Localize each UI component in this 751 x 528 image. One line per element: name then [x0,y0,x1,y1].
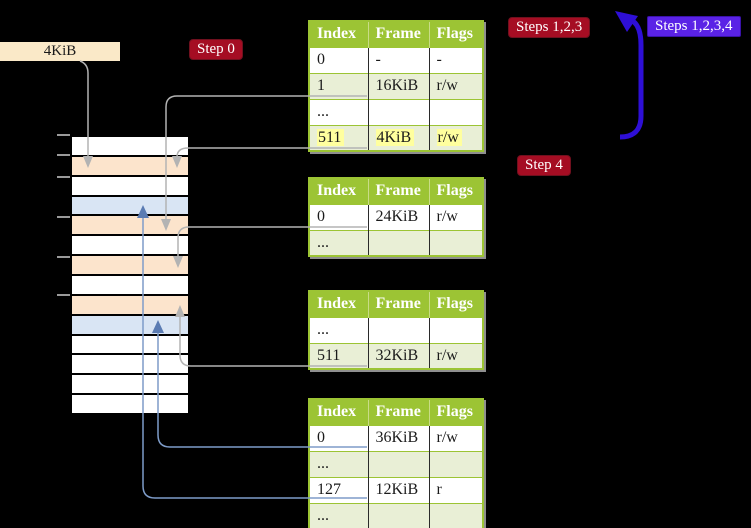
table-cell: r/w [428,72,483,99]
table-cell: 0 [309,424,368,451]
table-cell: r/w [428,124,483,151]
table-cell: 511 [309,342,368,369]
table-cell: r/w [428,342,483,369]
memory-cell-white [72,355,188,376]
table-cell: 127 [309,476,368,503]
table-cell: 511 [309,124,368,151]
column-header-frame: Frame [367,21,429,47]
column-header-index: Index [309,21,368,47]
table-cell: ... [309,229,368,256]
memory-cell-white [72,176,188,197]
highlighted-value: 4KiB [375,128,415,146]
memory-cell-white [72,335,188,356]
table-cell: 36KiB [367,424,429,451]
memory-address-tick [57,154,70,156]
frame-size-label: 4KiB [0,42,120,61]
table-cell: r/w [428,424,483,451]
table-cell [428,502,483,528]
table-cell: 32KiB [367,342,429,369]
table-cell [428,98,483,125]
table-cell [367,450,429,477]
table-cell: ... [309,98,368,125]
memory-cell-white [72,236,188,257]
table-row: 0-- [309,46,483,73]
steps-loop-arrow [615,11,644,140]
table-cell [428,316,483,343]
table-cell: r/w [428,203,483,230]
column-header-index: Index [309,399,368,425]
step4-badge: Step 4 [517,155,571,176]
column-header-flags: Flags [428,291,483,317]
memory-cell-orange [72,295,188,316]
table-cell [367,98,429,125]
table-cell [367,316,429,343]
table-row: ... [309,229,483,256]
table-cell [367,502,429,528]
memory-cell-white [72,137,188,157]
memory-cell-orange [72,156,188,177]
table-cell: 0 [309,46,368,73]
table-cell [428,229,483,256]
column-header-index: Index [309,178,368,204]
table-cell: ... [309,450,368,477]
table-cell: - [367,46,429,73]
table-row: ... [309,98,483,125]
memory-address-tick [57,134,70,136]
memory-cell-blue [72,315,188,336]
column-header-flags: Flags [428,399,483,425]
table-row: ... [309,450,483,477]
column-header-frame: Frame [367,178,429,204]
memory-cell-blue [72,196,188,217]
memory-cell-white [72,276,188,296]
memory-stack [70,135,190,415]
table-row: 511 4KiB r/w [309,124,483,151]
column-header-frame: Frame [367,399,429,425]
memory-cell-white [72,395,188,414]
table-cell: 12KiB [367,476,429,503]
table-cell: r [428,476,483,503]
steps123-badge: Steps 1,2,3 [508,17,591,38]
memory-address-tick [57,294,70,296]
memory-cell-orange [72,216,188,237]
memory-address-tick [57,216,70,218]
table-row: ... [309,502,483,528]
column-header-frame: Frame [367,291,429,317]
table-cell [428,450,483,477]
column-header-index: Index [309,291,368,317]
table-cell: ... [309,316,368,343]
table-cell: 24KiB [367,203,429,230]
memory-address-tick [57,256,70,258]
table-cell: 0 [309,203,368,230]
memory-address-tick [57,176,70,178]
table-cell: 1 [309,72,368,99]
column-header-flags: Flags [428,21,483,47]
memory-cell-white [72,375,188,396]
table-cell: 4KiB [367,124,429,151]
column-header-flags: Flags [428,178,483,204]
highlighted-value: r/w [436,128,462,146]
table-cell [367,229,429,256]
table-cell: 16KiB [367,72,429,99]
table-cell: - [428,46,483,73]
table-row: ... [309,316,483,343]
highlighted-value: 511 [317,128,345,146]
step0-badge: Step 0 [189,39,243,60]
memory-cell-orange [72,256,188,277]
steps1234-badge: Steps 1,2,3,4 [647,16,741,37]
table-cell: ... [309,502,368,528]
